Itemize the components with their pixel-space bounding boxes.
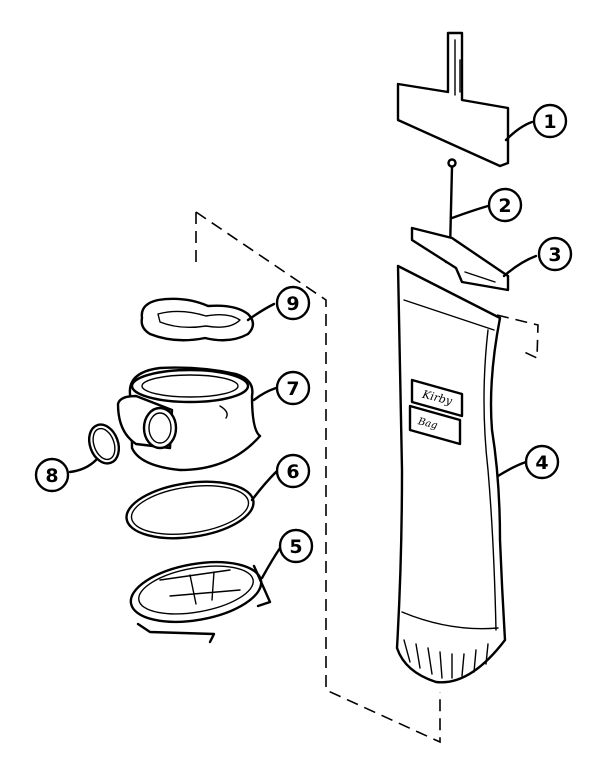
exploded-view-guides: [195, 211, 539, 744]
leader-lines: [68, 120, 538, 580]
callout-5: 5: [278, 528, 314, 564]
callout-7: 7: [275, 370, 311, 406]
callout-6: 6: [275, 453, 311, 489]
callout-7-label: 7: [286, 378, 299, 400]
part-5-base-plate: [129, 560, 272, 644]
callout-4-label: 4: [535, 452, 548, 474]
callout-6-label: 6: [286, 461, 299, 483]
part-8-o-ring: [87, 423, 121, 465]
callout-1-label: 1: [543, 111, 556, 133]
bag-label-sub: Bag: [416, 416, 439, 432]
callout-9-label: 9: [286, 293, 299, 315]
callout-2: 2: [487, 187, 523, 223]
part-9-gasket: [140, 297, 255, 342]
callout-1: 1: [532, 103, 568, 139]
callout-5-label: 5: [289, 536, 302, 558]
part-4-bag: Kirby Bag: [395, 264, 507, 684]
part-3-clip-plate: [410, 226, 510, 292]
callout-4: 4: [524, 444, 560, 480]
part-1-bag-top-handle: [396, 31, 510, 168]
callout-9: 9: [275, 285, 311, 321]
part-6-seal-ring: [125, 480, 255, 540]
callout-2-label: 2: [498, 195, 511, 217]
callout-8: 8: [34, 457, 70, 493]
callout-3-label: 3: [548, 244, 561, 266]
callout-8-label: 8: [45, 465, 58, 487]
part-7-adapter: [116, 366, 262, 472]
callout-3: 3: [537, 236, 573, 272]
